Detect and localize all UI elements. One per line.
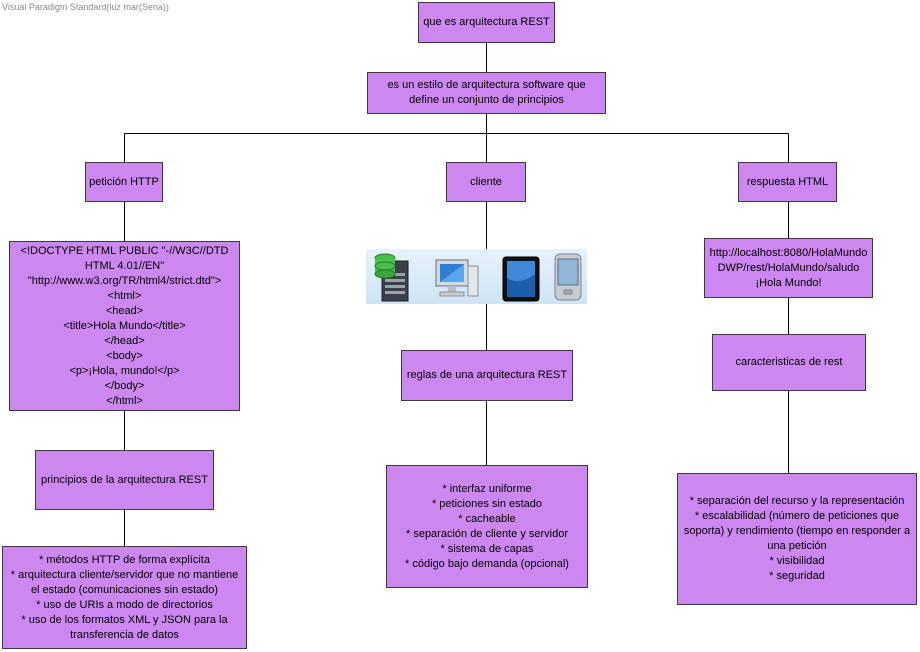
node-definition-line: define un conjunto de principios (409, 94, 564, 106)
html-code-line: <title>Hola Mundo</title> (63, 319, 186, 332)
reglas-list-line: * separación de cliente y servidor (405, 527, 569, 540)
html-code-line: HTML 4.01//EN" (84, 259, 165, 272)
html-code-line: "http://www.w3.org/TR/html4/strict.dtd"> (27, 274, 222, 287)
html-code-line: <!DOCTYPE HTML PUBLIC "-//W3C//DTD (20, 244, 229, 257)
node-caracteristicas-list[interactable]: * separación del recurso y la representa… (677, 473, 917, 605)
node-root[interactable]: que es arquitectura REST (418, 2, 555, 43)
node-url[interactable]: http://localhost:8080/HolaMundo DWP/rest… (704, 238, 873, 298)
watermark: Visual Paradigm Standard(luz mar(Sena)) (2, 2, 169, 12)
html-code-line: </body> (104, 379, 145, 392)
principios-list-line: * métodos HTTP de forma explícita (39, 553, 210, 566)
reglas-list-line: * código bajo demanda (opcional) (405, 557, 569, 570)
caract-list-line: * escalabilidad (número de peticiones qu… (694, 510, 900, 522)
node-principios-list[interactable]: * métodos HTTP de forma explícita * arqu… (2, 546, 247, 649)
node-caracteristicas[interactable]: caracteristicas de rest (712, 334, 866, 391)
client-devices-image (366, 249, 587, 304)
url-box-line: ¡Hola Mundo! (755, 276, 822, 289)
node-reglas-text: reglas de una arquitectura REST (406, 369, 568, 381)
node-reglas-list[interactable]: * interfaz uniforme * peticiones sin est… (386, 465, 588, 588)
node-caracteristicas-text: caracteristicas de rest (735, 356, 843, 368)
url-box-line: DWP/rest/HolaMundo/saludo (717, 261, 860, 274)
url-box-line: http://localhost:8080/HolaMundo (709, 246, 868, 259)
html-code-line: <p>¡Hola, mundo!</p> (69, 364, 180, 377)
html-code-line: </html> (106, 394, 143, 407)
reglas-list-line: * sistema de capas (440, 542, 534, 555)
html-code-line: <body> (106, 349, 143, 362)
reglas-list-line: * interfaz uniforme (442, 482, 532, 495)
node-cliente-text: cliente (470, 175, 502, 188)
html-code-line: <head> (105, 304, 144, 317)
desktop-computer-icon (435, 259, 479, 297)
node-peticion-text: petición HTTP (89, 175, 159, 188)
caract-list-line: * visibilidad (769, 555, 825, 567)
reglas-list-line: * cacheable (458, 512, 516, 525)
caract-list-line: soporta) y rendimiento (tiempo en respon… (683, 525, 911, 537)
node-root-text: que es arquitectura REST (423, 16, 550, 28)
pda-icon (554, 253, 582, 301)
node-cliente[interactable]: cliente (446, 162, 526, 202)
principios-list-line: * uso de URIs a modo de directorios (36, 598, 213, 611)
node-peticion-http[interactable]: petición HTTP (85, 162, 163, 202)
html-code-line: </head> (104, 334, 145, 347)
node-definition-line: es un estilo de arquitectura software qu… (387, 79, 586, 91)
node-definition[interactable]: es un estilo de arquitectura software qu… (367, 72, 606, 114)
node-html-code[interactable]: <!DOCTYPE HTML PUBLIC "-//W3C//DTD HTML … (9, 241, 240, 411)
caract-list-line: * seguridad (769, 570, 825, 582)
node-principios[interactable]: principios de la arquitectura REST (35, 450, 214, 510)
caract-list-line: * separación del recurso y la representa… (689, 495, 905, 507)
server-icon (374, 253, 409, 302)
caract-list-line: una petición (767, 540, 827, 552)
node-respuesta-html[interactable]: respuesta HTML (738, 162, 837, 202)
principios-list-line: transferencia de datos (70, 628, 179, 641)
html-code-line: <html> (107, 289, 142, 302)
principios-list-line: * arquitectura cliente/servidor que no m… (10, 568, 239, 581)
tablet-icon (502, 256, 540, 302)
principios-list-line: * uso de los formatos XML y JSON para la (21, 613, 228, 626)
node-respuesta-text: respuesta HTML (746, 175, 829, 188)
node-principios-text: principios de la arquitectura REST (41, 473, 208, 486)
node-reglas[interactable]: reglas de una arquitectura REST (401, 350, 573, 401)
principios-list-line: el estado (comunicaciones sin estado) (30, 583, 219, 596)
reglas-list-line: * peticiones sin estado (431, 497, 543, 510)
